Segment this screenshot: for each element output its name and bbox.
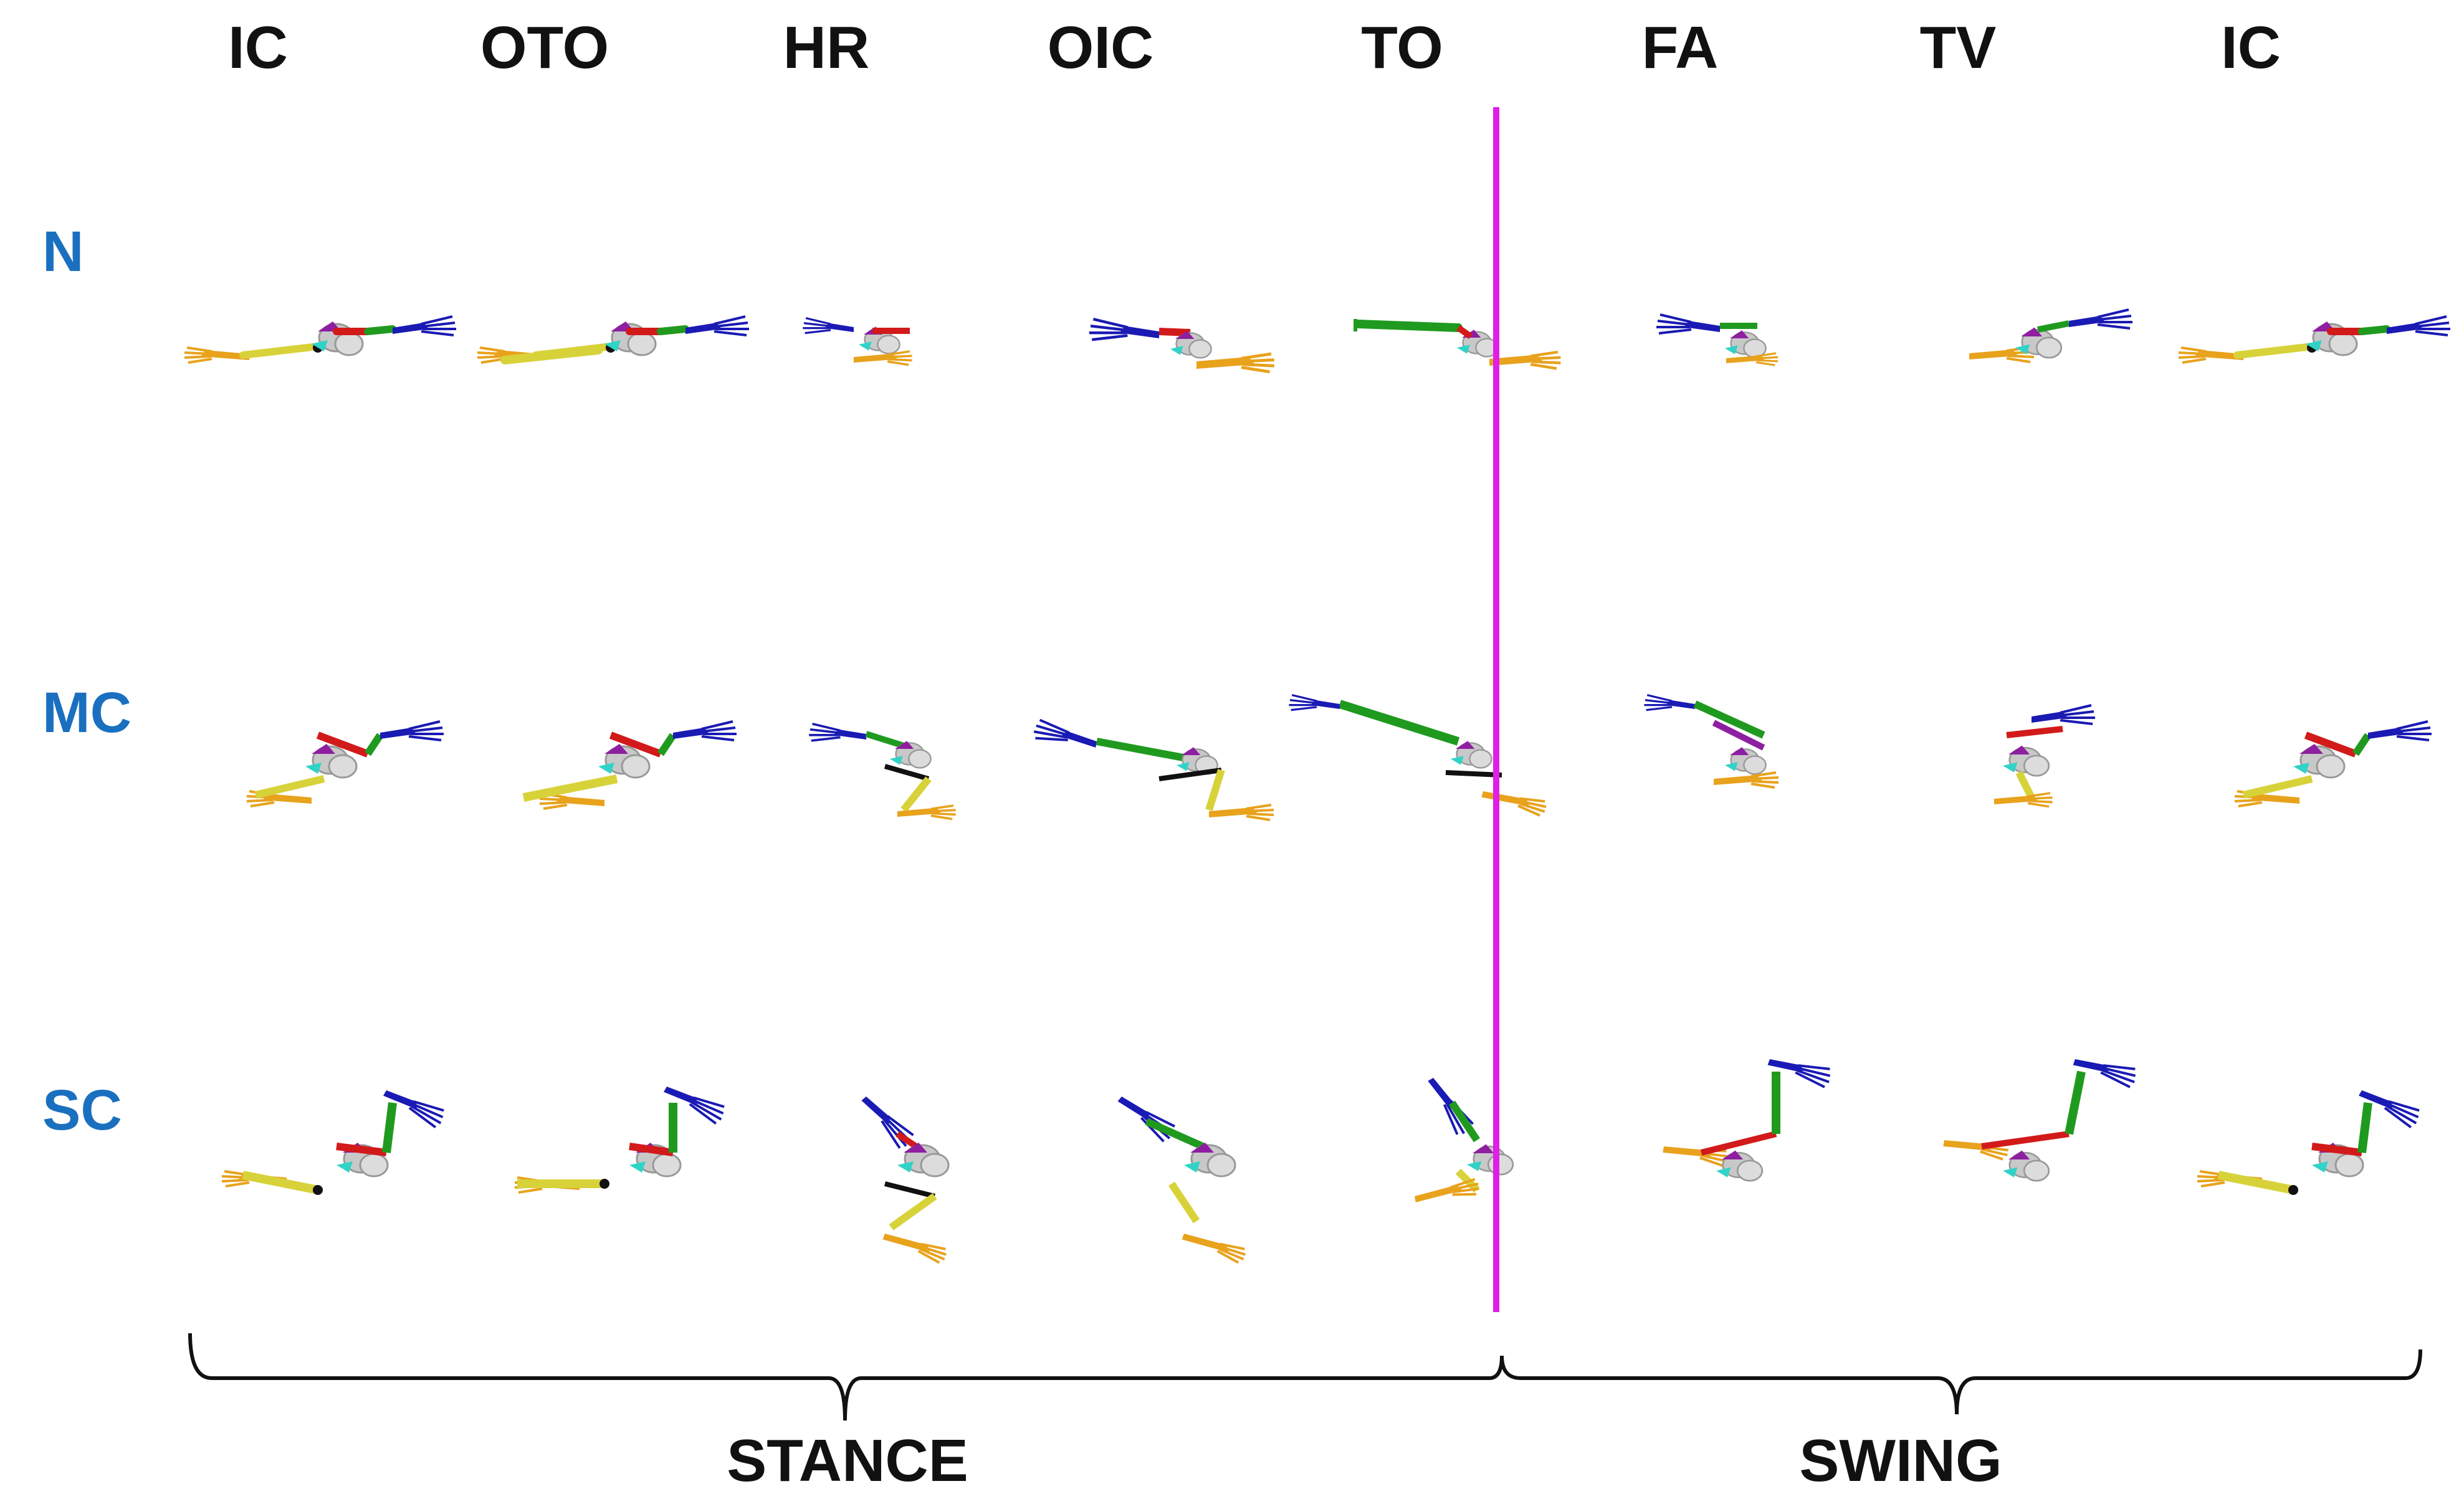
column-header-oic: OIC [1047,14,1154,81]
skeleton-n-oto [477,317,749,363]
phase-label-swing: SWING [1799,1427,2002,1494]
skeleton-mc-fa [1643,693,1780,789]
stance-brace [188,1333,1504,1421]
column-header-ic-end: IC [2221,14,2281,81]
skeleton-n-ic [184,317,456,363]
skeleton-mc-hr [808,723,957,821]
row-label-n: N [42,220,84,283]
skeleton-n-to [1354,319,1560,368]
stance-swing-divider [1493,107,1499,1312]
column-header-ic-start: IC [228,14,288,81]
column-header-hr: HR [783,14,870,81]
skeleton-mc-oic [1031,718,1275,821]
column-header-oto: OTO [480,14,609,81]
skeleton-sc-to [1412,1071,1514,1206]
row-label-sc: SC [42,1078,122,1142]
skeleton-sc-hr [859,1088,950,1265]
column-header-tv: TV [1919,14,1997,81]
skeleton-mc-to [1287,693,1549,818]
column-header-to: TO [1361,14,1443,81]
skeleton-sc-tv [1941,1047,2141,1182]
skeleton-sc-oic [1115,1087,1249,1265]
skeleton-mc-ic-end [2233,720,2433,807]
skeleton-sc-oto [513,1075,729,1194]
skeleton-n-oic [1089,319,1274,372]
skeleton-n-fa [1655,313,1779,366]
skeleton-n-ic-end [2179,317,2450,363]
column-header-fa: FA [1641,14,1719,81]
skeleton-mc-tv [1993,704,2096,808]
skeleton-mc-oto [522,720,738,810]
skeleton-sc-ic-end [2196,1079,2424,1195]
skeleton-n-hr [801,317,914,366]
phase-label-stance: STANCE [727,1427,968,1494]
swing-brace [1500,1349,2422,1415]
skeleton-n-tv [1968,308,2134,363]
skeleton-mc-ic [246,720,445,807]
row-label-mc: MC [42,681,132,745]
skeleton-sc-ic [221,1079,449,1195]
skeleton-sc-fa [1661,1047,1835,1182]
